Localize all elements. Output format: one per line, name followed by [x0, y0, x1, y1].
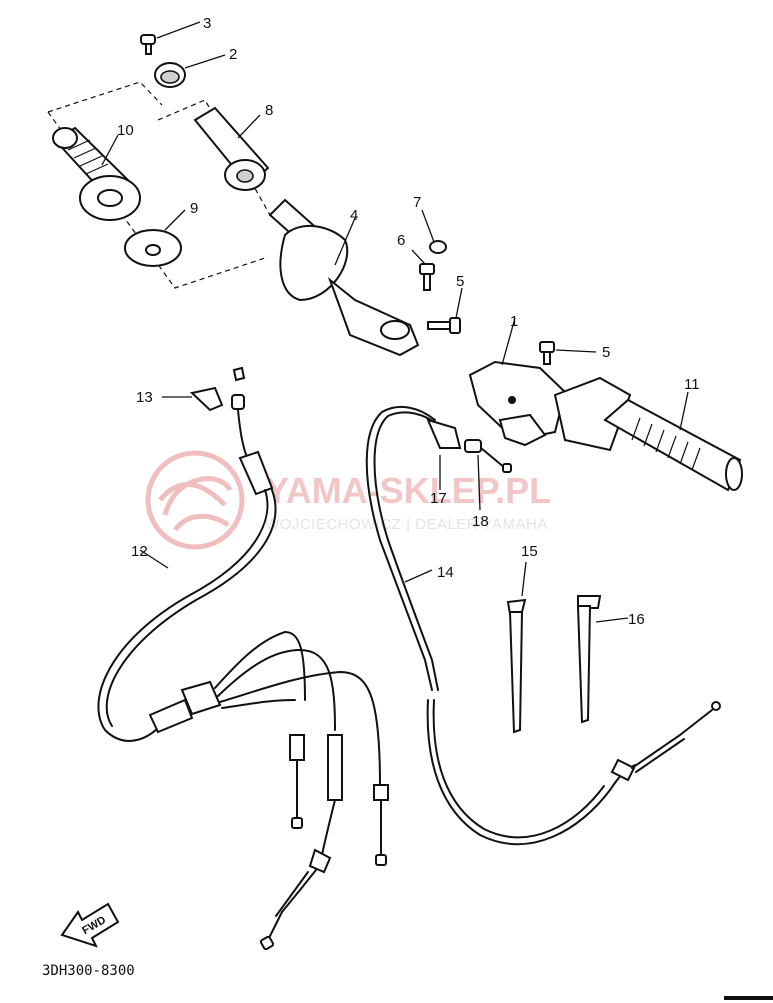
part-4-handlebar	[268, 198, 420, 357]
part-8-grip-sleeve	[193, 106, 270, 191]
part-5-bolt-left	[427, 287, 463, 334]
part-9-washer	[124, 209, 186, 267]
callout-numbers: 3 2 8 10 9 4 7 6 5 1 5 11 13 17 18 12 14…	[117, 15, 700, 628]
corner-mark	[724, 996, 773, 1000]
callout-8: 8	[265, 102, 273, 119]
part-2-grip-end	[154, 54, 226, 88]
part-7-cap	[421, 209, 447, 254]
watermark-logo-icon	[145, 450, 245, 550]
part-10-left-grip	[52, 126, 141, 221]
part-5-bolt-right	[539, 341, 597, 365]
callout-12: 12	[131, 543, 148, 560]
watermark-brand: YAMA-SKLEP.PL	[265, 470, 551, 511]
drawing-code: 3DH300-8300	[42, 963, 135, 979]
callout-14: 14	[437, 564, 454, 581]
part-13-clip	[162, 386, 224, 412]
callout-3: 3	[203, 15, 211, 32]
leaders-17-18	[439, 454, 481, 511]
callout-13: 13	[136, 389, 153, 406]
watermark: YAMA-SKLEP.PL WOJCIECHOWICZ | DEALER YAM…	[145, 450, 551, 550]
part-16-cable-tie	[576, 595, 629, 724]
callout-17: 17	[430, 490, 447, 507]
callout-18: 18	[472, 513, 489, 530]
part-3-screw	[140, 21, 201, 55]
callout-5a: 5	[456, 273, 464, 290]
watermark-subtitle: WOJCIECHOWICZ | DEALER YAMAHA	[265, 516, 548, 533]
part-1-throttle-housing	[468, 317, 567, 447]
callout-15: 15	[521, 543, 538, 560]
callout-6: 6	[397, 232, 405, 249]
fwd-arrow-icon: FWD	[60, 902, 120, 948]
callout-11: 11	[684, 376, 700, 393]
callout-5b: 5	[602, 344, 610, 361]
part-6-screw	[411, 249, 435, 291]
callout-10: 10	[117, 122, 134, 139]
callout-16: 16	[628, 611, 645, 628]
callout-7: 7	[413, 194, 421, 211]
callout-2: 2	[229, 46, 237, 63]
callout-1: 1	[510, 313, 518, 330]
part-15-cable-tie	[506, 561, 527, 734]
part-11-right-grip	[553, 376, 743, 492]
part-14-return-cable	[365, 405, 721, 846]
part-12-throttle-cable	[97, 366, 389, 951]
callout-9: 9	[190, 200, 198, 217]
callout-4: 4	[350, 207, 358, 224]
